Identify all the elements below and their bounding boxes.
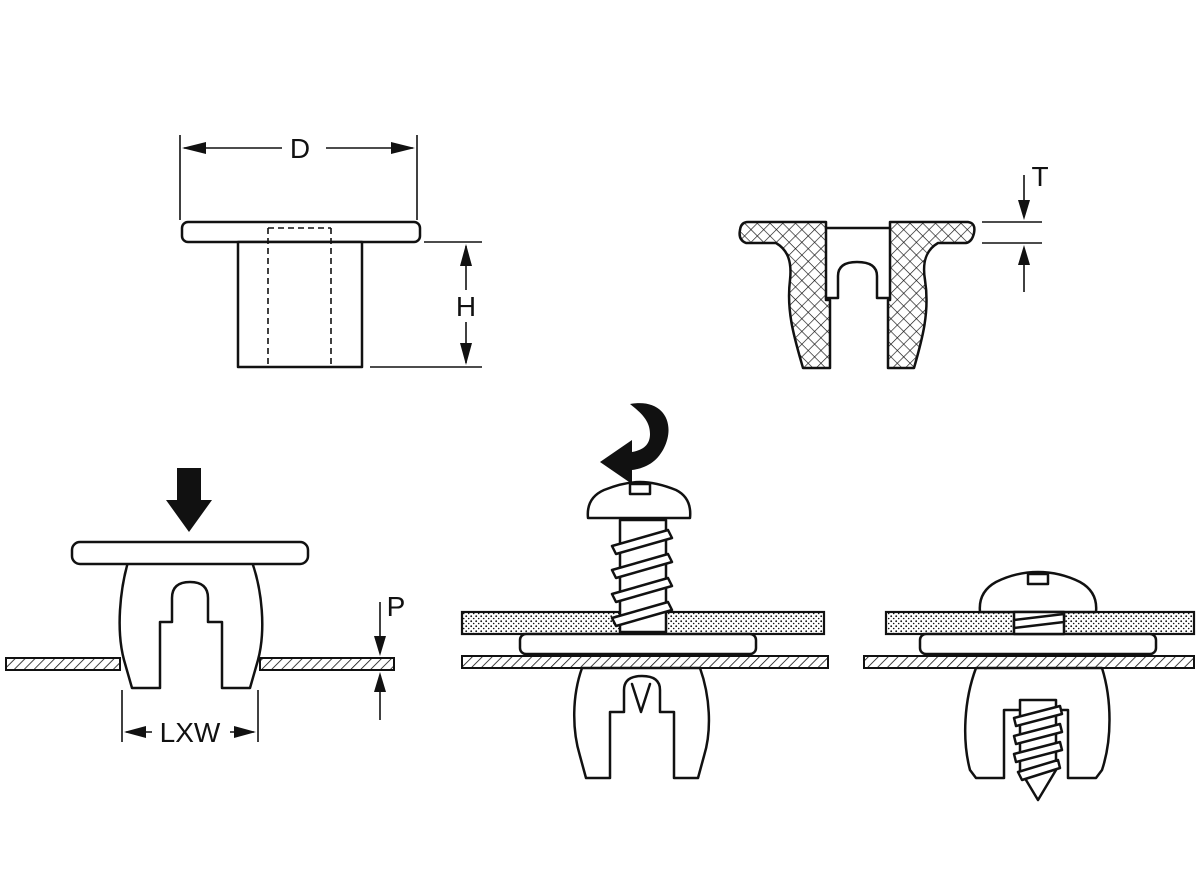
center-clip-flange	[518, 632, 758, 656]
assembly-thread-upper	[1012, 612, 1066, 630]
section-inner-slot	[824, 260, 892, 300]
dimension-p-label: P	[387, 591, 406, 622]
assembly-screw-threads	[1012, 704, 1064, 782]
dimension-lxw: LXW	[121, 690, 259, 748]
rotation-arrow	[600, 403, 669, 484]
insertion-view: P LXW	[5, 468, 405, 748]
dimension-lxw-label: LXW	[160, 717, 221, 748]
center-panel	[461, 655, 829, 669]
push-down-arrow	[166, 468, 212, 532]
dimension-h: H	[370, 241, 482, 368]
dimension-t-label: T	[1031, 161, 1048, 192]
screw-slot	[628, 482, 652, 496]
assembly-clip-body	[963, 666, 1111, 780]
dimension-t: T	[982, 161, 1049, 292]
panel-left	[5, 657, 121, 671]
section-left-wall	[738, 220, 832, 370]
panel-right	[259, 657, 395, 671]
cross-section-view: T	[738, 161, 1049, 370]
screw-tip-in-clip	[630, 682, 652, 714]
flange-outline	[180, 220, 422, 244]
assembly-panel	[863, 655, 1195, 669]
dimension-d: D	[179, 133, 418, 220]
clip-body	[118, 560, 264, 690]
dimension-h-label: H	[456, 291, 476, 322]
clip-flange	[70, 540, 310, 566]
center-clip-body	[573, 666, 711, 780]
installed-assembly-view	[863, 570, 1196, 802]
screw-head	[586, 480, 692, 520]
screw-driving-view	[460, 403, 829, 780]
assembly-clip-flange	[918, 632, 1158, 656]
assembly-screw-slot	[1026, 572, 1050, 586]
dimension-p: P	[374, 591, 405, 720]
screw-threads	[610, 528, 674, 628]
assembly-screw-head	[978, 570, 1098, 614]
side-elevation-view: D H	[179, 133, 482, 369]
section-right-wall	[886, 220, 976, 370]
body-outline	[236, 240, 364, 369]
dimension-d-label: D	[290, 133, 310, 164]
